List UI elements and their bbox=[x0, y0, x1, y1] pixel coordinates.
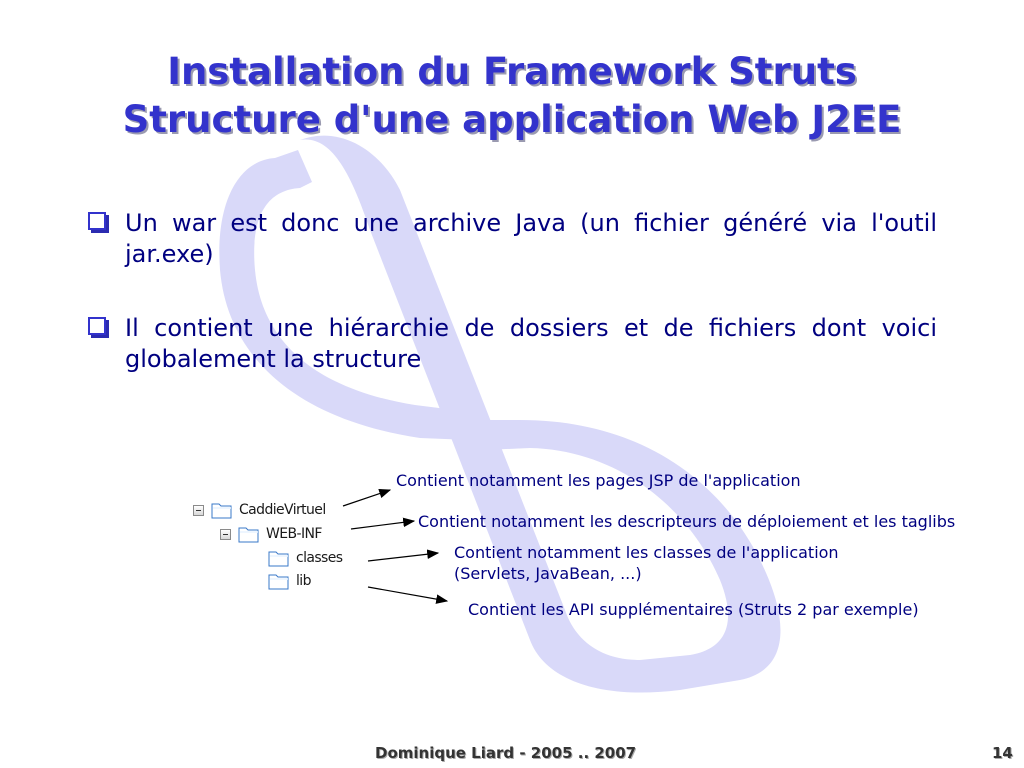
tree-node-caddievirtuel[interactable]: CaddieVirtuel bbox=[193, 499, 326, 521]
annotation-classes: Contient notamment les classes de l'appl… bbox=[454, 543, 839, 562]
tree-node-label: CaddieVirtuel bbox=[239, 502, 326, 518]
tree-node-web-inf[interactable]: WEB-INF bbox=[220, 523, 322, 545]
annotation-web-inf: Contient notamment les descripteurs de d… bbox=[418, 512, 956, 531]
collapse-icon[interactable] bbox=[220, 528, 231, 540]
slide-title-line-2: Structure d'une application Web J2EE bbox=[122, 98, 902, 141]
annotation-jsp: Contient notamment les pages JSP de l'ap… bbox=[396, 471, 801, 490]
slide-title-line-1: Installation du Framework Struts bbox=[167, 50, 857, 93]
footer-author: Dominique Liard - 2005 .. 2007 bbox=[375, 744, 637, 762]
annotation-classes-detail: (Servlets, JavaBean, ...) bbox=[454, 564, 642, 583]
collapse-icon[interactable] bbox=[193, 504, 204, 516]
tree-node-label: classes bbox=[296, 550, 343, 566]
bullet-text: Il contient une hiérarchie de dossiers e… bbox=[125, 314, 937, 373]
square-bullet-icon bbox=[88, 212, 106, 230]
square-bullet-icon bbox=[88, 317, 106, 335]
tree-node-lib[interactable]: lib bbox=[268, 570, 311, 592]
tree-node-label: lib bbox=[296, 573, 311, 589]
folder-icon bbox=[238, 525, 260, 543]
bullet-text: Un war est donc une archive Java (un fic… bbox=[125, 209, 937, 268]
tree-node-classes[interactable]: classes bbox=[268, 547, 343, 569]
folder-icon bbox=[268, 549, 290, 567]
folder-icon bbox=[211, 501, 233, 519]
page-number: 14 bbox=[992, 744, 1013, 762]
folder-icon bbox=[268, 572, 290, 590]
tree-node-label: WEB-INF bbox=[266, 526, 322, 542]
annotation-lib: Contient les API supplémentaires (Struts… bbox=[468, 600, 919, 619]
